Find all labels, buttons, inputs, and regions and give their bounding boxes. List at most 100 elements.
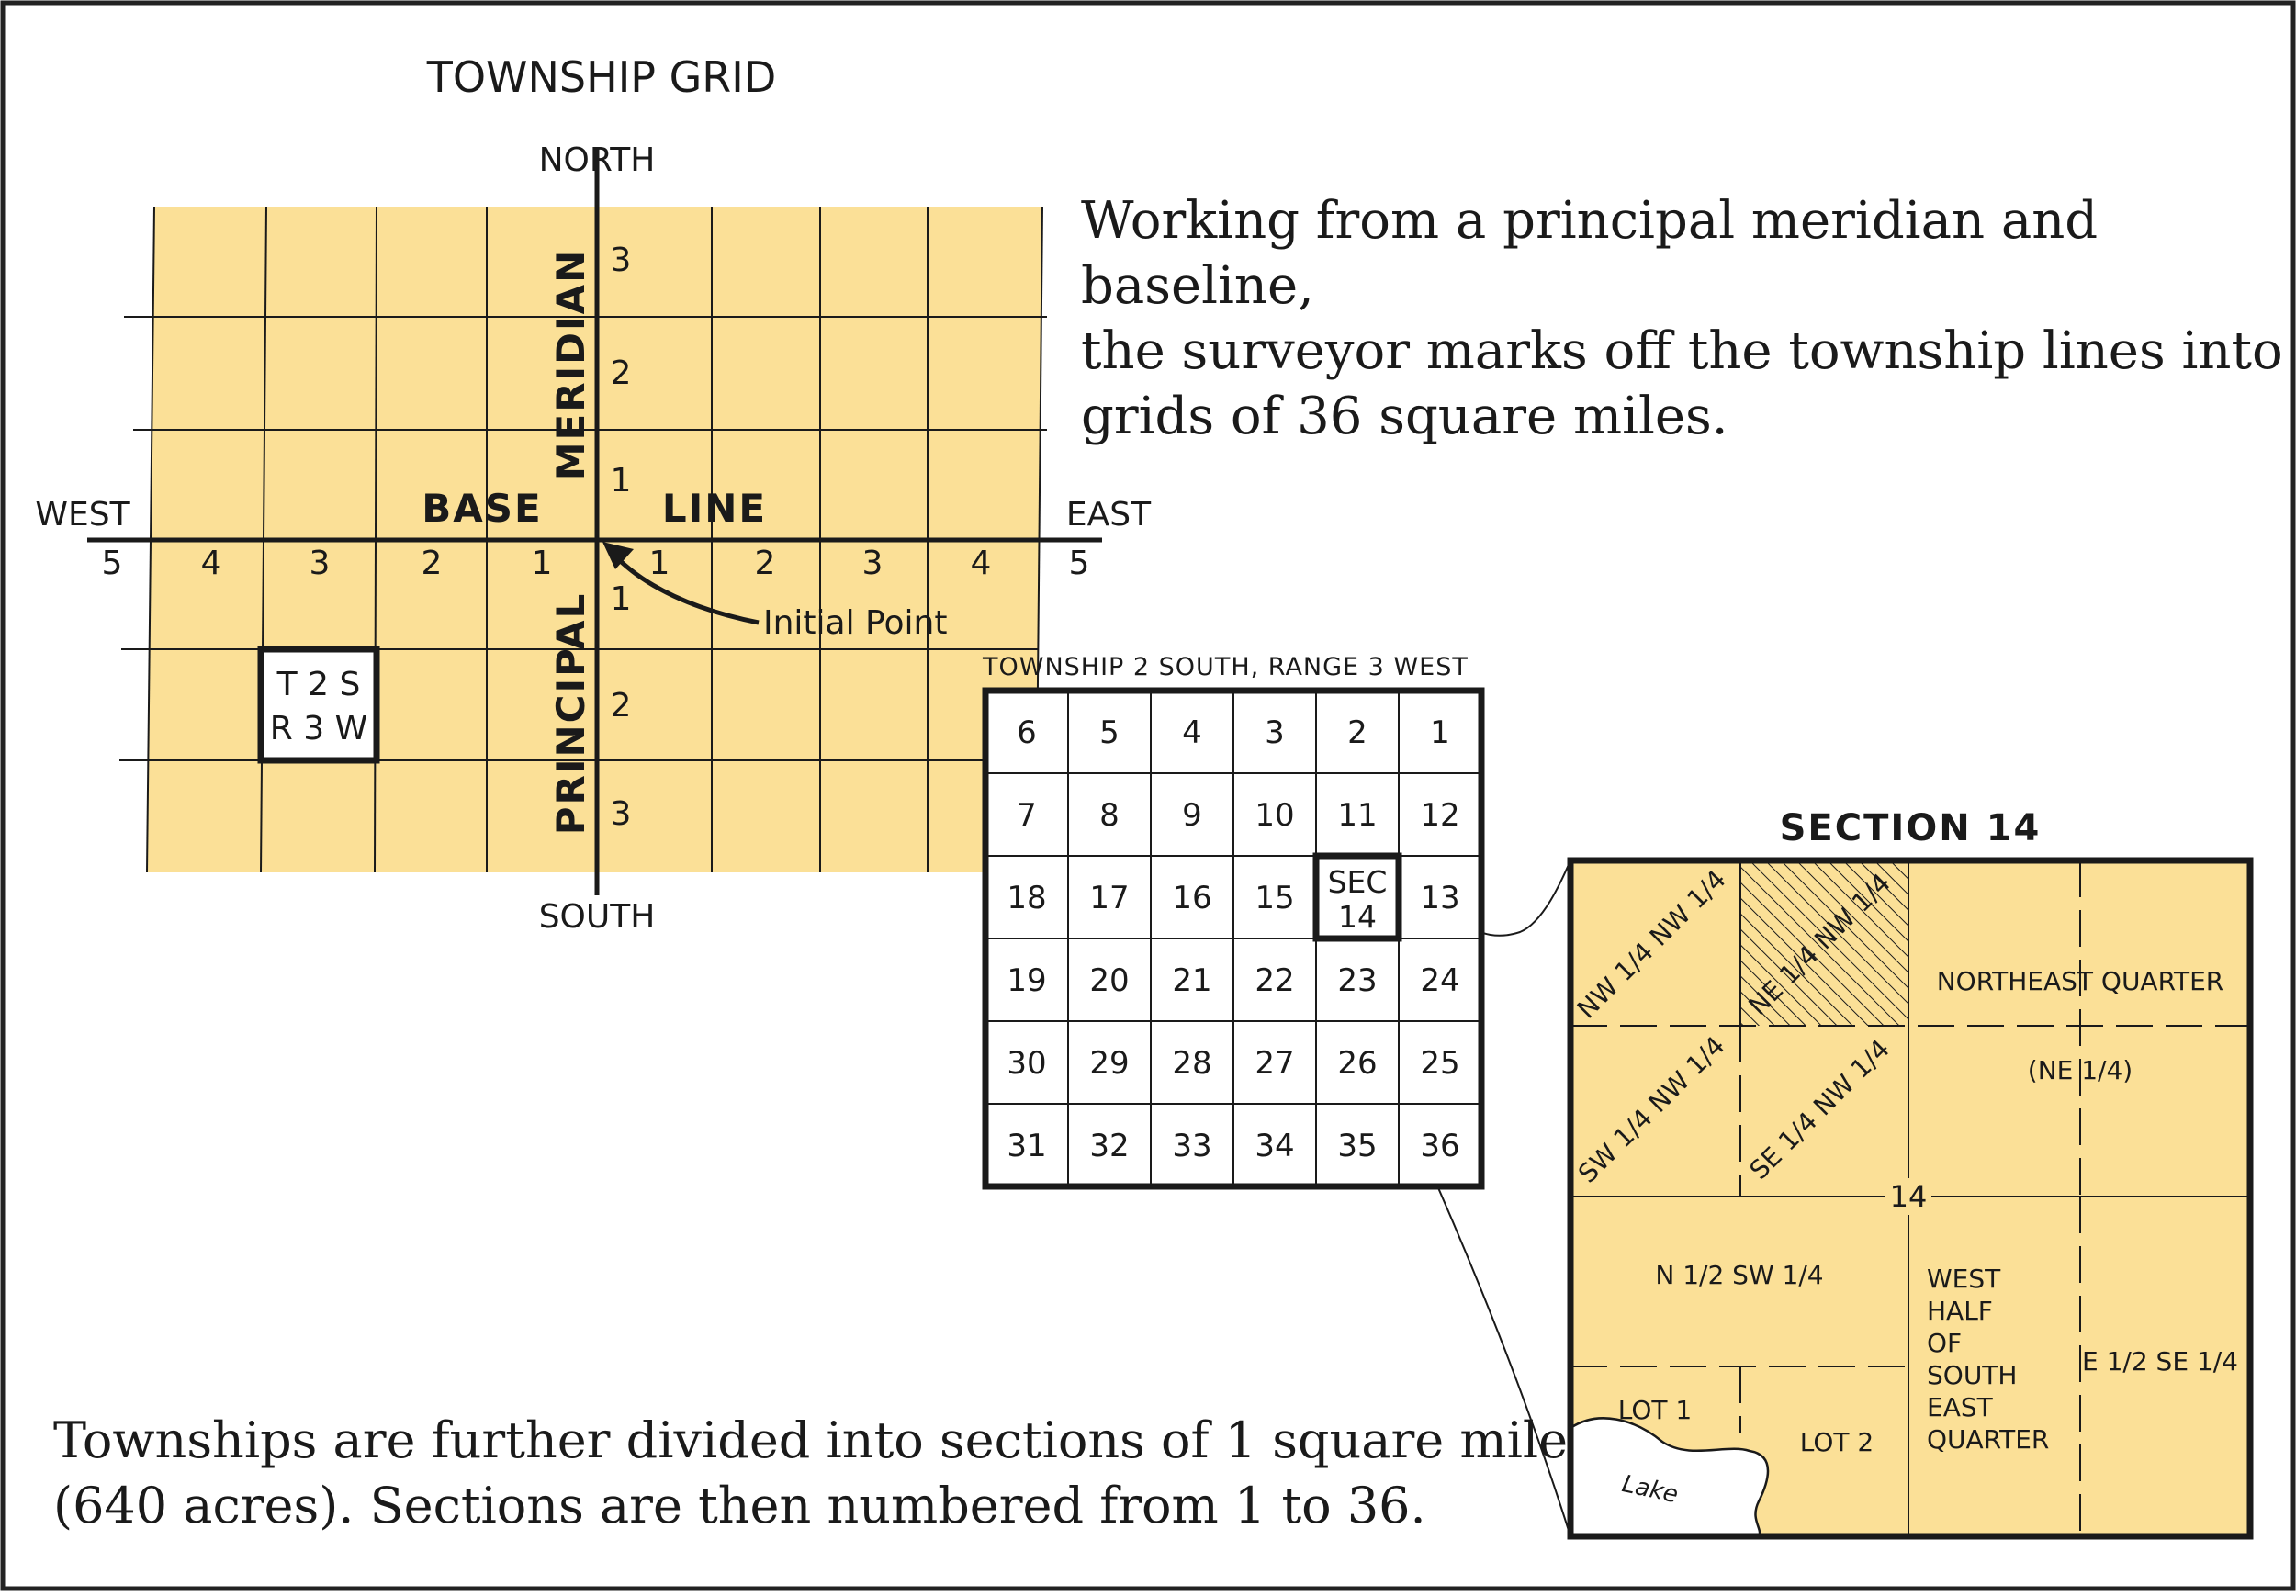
n-half-sw-label: N 1/2 SW 1/4: [1655, 1260, 1823, 1290]
section-number-2: 2: [1347, 714, 1367, 751]
bottom-line-2: (640 acres). Sections are then numbered …: [53, 1477, 1426, 1534]
tier-south-2: 2: [611, 687, 632, 725]
section-number-22: 22: [1255, 962, 1294, 999]
section-number-23: 23: [1337, 962, 1377, 999]
ne-quarter-abbr-label: (NE 1/4): [2028, 1055, 2133, 1085]
section-number-27: 27: [1255, 1045, 1294, 1082]
south-label: SOUTH: [539, 898, 656, 936]
tier-north-2: 2: [611, 354, 632, 392]
section-number-13: 13: [1420, 880, 1459, 916]
intro-line-2: the surveyor marks off the township line…: [1081, 321, 2283, 381]
base-label: BASE: [422, 486, 542, 531]
initial-point-arrow: [609, 549, 760, 625]
range-east-4: 4: [971, 545, 992, 582]
section-number-30: 30: [1007, 1045, 1046, 1082]
west-half-line6: QUARTER: [1927, 1424, 2049, 1455]
section-number-9: 9: [1182, 797, 1202, 834]
section-number-24: 24: [1420, 962, 1459, 999]
lot2-label: LOT 2: [1800, 1427, 1874, 1457]
tier-south-3: 3: [611, 795, 632, 833]
north-label: NORTH: [539, 141, 656, 179]
range-east-5: 5: [1069, 545, 1090, 582]
range-west-3: 3: [310, 545, 331, 582]
section-number-33: 33: [1172, 1128, 1211, 1164]
section-number-29: 29: [1089, 1045, 1129, 1082]
tier-south-1: 1: [611, 580, 632, 618]
range-west-1: 1: [532, 545, 553, 582]
line-label: LINE: [662, 486, 767, 531]
west-half-line4: SOUTH: [1927, 1360, 2017, 1390]
west-half-line2: HALF: [1927, 1296, 1993, 1326]
center-number: 14: [1890, 1179, 1928, 1214]
initial-point-arrowhead: [602, 542, 634, 569]
section-frame: [1567, 857, 2254, 1540]
section-number-7: 7: [1017, 797, 1037, 834]
west-half-line5: EAST: [1927, 1392, 1994, 1422]
meridian-label: MERIDIAN: [548, 249, 593, 481]
section-number-21: 21: [1172, 962, 1211, 999]
highlight-township: [257, 646, 380, 764]
intro-caption: Working from a principal meridian and ba…: [1081, 188, 2296, 449]
township-detail-title: TOWNSHIP 2 SOUTH, RANGE 3 WEST: [982, 653, 1469, 681]
section-14-detail: SECTION 14 Lake NW 1/4 NW 1/4 NE 1/4 NW …: [1567, 807, 2254, 1540]
section-number-11: 11: [1337, 797, 1377, 834]
section-number-18: 18: [1007, 880, 1046, 916]
tier-north-3: 3: [611, 242, 632, 279]
lake-shape: [1569, 1417, 1770, 1538]
section-number-12: 12: [1420, 797, 1459, 834]
tier-north-1: 1: [611, 462, 632, 500]
highlight-township-line2: R 3 W: [270, 710, 367, 747]
lot1-label: LOT 1: [1618, 1395, 1692, 1425]
section-number-6: 6: [1017, 714, 1037, 751]
section-number-10: 10: [1255, 797, 1294, 834]
intro-line-3: grids of 36 square miles.: [1081, 387, 1728, 446]
bottom-line-1: Townships are further divided into secti…: [53, 1411, 1569, 1469]
east-label: EAST: [1066, 496, 1152, 534]
section-number-25: 25: [1420, 1045, 1459, 1082]
e-half-se-label: E 1/2 SE 1/4: [2082, 1346, 2238, 1377]
section-number-1: 1: [1430, 714, 1450, 751]
highlight-section-14: [1312, 852, 1402, 942]
range-west-5: 5: [102, 545, 123, 582]
bottom-caption: Townships are further divided into secti…: [53, 1408, 1568, 1538]
section-number-4: 4: [1182, 714, 1202, 751]
section-number-15: 15: [1255, 880, 1294, 916]
section-number-3: 3: [1265, 714, 1285, 751]
section-number-36: 36: [1420, 1128, 1459, 1164]
range-east-3: 3: [862, 545, 884, 582]
section-number-35: 35: [1337, 1128, 1377, 1164]
range-west-4: 4: [201, 545, 222, 582]
range-east-2: 2: [755, 545, 776, 582]
section-title: SECTION 14: [1780, 807, 2042, 849]
section-number-28: 28: [1172, 1045, 1211, 1082]
highlight-section-line1: SEC: [1328, 864, 1388, 900]
section-number-34: 34: [1255, 1128, 1294, 1164]
initial-point-label: Initial Point: [763, 604, 947, 642]
west-label: WEST: [35, 496, 130, 534]
northeast-quarter-label: NORTHEAST QUARTER: [1937, 966, 2224, 996]
section-number-5: 5: [1099, 714, 1120, 751]
section-number-31: 31: [1007, 1128, 1046, 1164]
section-number-20: 20: [1089, 962, 1129, 999]
principal-label: PRINCIPAL: [548, 592, 593, 836]
highlight-township-line1: T 2 S: [276, 666, 361, 703]
intro-line-1: Working from a principal meridian and ba…: [1081, 191, 2099, 316]
section-number-17: 17: [1089, 880, 1129, 916]
section-number-16: 16: [1172, 880, 1211, 916]
ne-nw-hatched: [1740, 860, 1908, 1026]
township-grid: TOWNSHIP GRID NORTH SOUTH WEST EAST BASE: [35, 52, 1152, 936]
range-east-1: 1: [649, 545, 670, 582]
section-number-32: 32: [1089, 1128, 1129, 1164]
west-half-line3: OF: [1927, 1328, 1962, 1358]
section-number-8: 8: [1099, 797, 1120, 834]
center-number-bg: [1885, 1178, 1931, 1215]
section-dashed-lines: [1570, 860, 2250, 1536]
range-west-2: 2: [422, 545, 443, 582]
section-number-26: 26: [1337, 1045, 1377, 1082]
section-number-19: 19: [1007, 962, 1046, 999]
west-half-line1: WEST: [1927, 1264, 2001, 1294]
township-grid-title: TOWNSHIP GRID: [426, 52, 777, 102]
